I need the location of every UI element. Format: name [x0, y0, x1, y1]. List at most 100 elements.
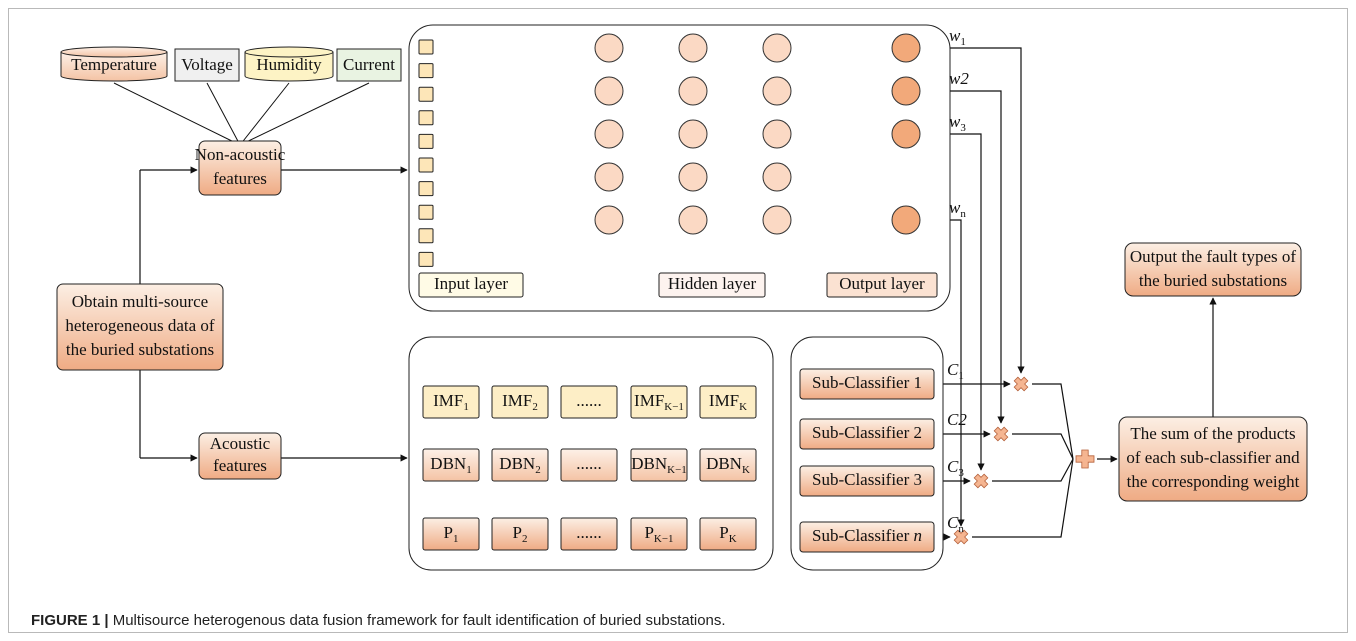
c-label-4: Cn [947, 513, 964, 535]
p-box-5 [699, 517, 757, 551]
sum-icon-shape [1075, 449, 1095, 469]
sensor-voltage-link [206, 82, 241, 146]
input-node-1 [418, 39, 434, 55]
multiply-icon-1 [1013, 376, 1029, 392]
imf-label-5: IMFK [709, 391, 747, 413]
multiply-icon-3 [973, 473, 989, 489]
sub-classifier-label-1: Sub-Classifier 1 [812, 373, 922, 392]
output-node-3 [891, 119, 921, 149]
imf-label-4: IMFK−1 [634, 391, 684, 413]
figure-caption: FIGURE 1 | Multisource heterogenous data… [31, 612, 726, 629]
hidden-node-2-3 [678, 119, 708, 149]
dbn-label-1: DBN1 [430, 454, 471, 476]
p-box-1 [422, 517, 480, 551]
to-sum-line-4 [972, 458, 1074, 538]
imf-box-1 [422, 385, 480, 419]
sensor-temperature-cylinder-top [60, 46, 168, 58]
multiply-icon-1-shape [1013, 376, 1029, 392]
input-node-7 [418, 181, 434, 197]
dbn-label-5: DBNK [706, 454, 750, 476]
p-box-3 [560, 517, 618, 551]
p-label-1: P1 [444, 523, 459, 545]
multiply-icon-2 [993, 426, 1009, 442]
output-node-2 [891, 76, 921, 106]
sensor-humidity-label: Humidity [256, 55, 322, 74]
dbn-label-3: ...... [576, 454, 602, 473]
input-node-9 [418, 228, 434, 244]
hidden-node-3-2 [762, 76, 792, 106]
acoustic-label-line-1: Acoustic [210, 434, 271, 453]
sub-classifier-label-4: Sub-Classifier n [812, 526, 922, 545]
sensor-humidity-link [239, 82, 290, 146]
imf-box-3 [560, 385, 618, 419]
diagram-shapes [56, 24, 1308, 571]
input-node-5 [418, 133, 434, 149]
hidden-node-2-4 [678, 162, 708, 192]
to-sum-line-3 [992, 458, 1074, 482]
output-box [1124, 242, 1302, 297]
multiply-icon-3-shape [973, 473, 989, 489]
hidden-node-3-4 [762, 162, 792, 192]
multiply-icon-2-shape [993, 426, 1009, 442]
sensor-current-label: Current [343, 55, 395, 74]
sum-box-label-line-2: of each sub-classifier and [1126, 448, 1300, 467]
input-layer-label: Input layer [434, 274, 508, 293]
sum-box-label-line-1: The sum of the products [1130, 424, 1295, 443]
input-node-10 [418, 251, 434, 267]
sensor-current-link [239, 82, 370, 146]
p-box-2 [491, 517, 549, 551]
output-node-4 [891, 205, 921, 235]
p-label-4: PK−1 [644, 523, 673, 545]
hidden-node-1-5 [594, 205, 624, 235]
weight-label-4: wn [949, 198, 966, 220]
dbn-box-5 [699, 448, 757, 482]
input-node-8 [418, 204, 434, 220]
hidden-node-1-2 [594, 76, 624, 106]
weight-arrow-1 [920, 47, 1025, 374]
c-label-3: C3 [947, 457, 964, 479]
sub-classifier-4 [799, 521, 935, 553]
weight-label-1: w1 [949, 26, 966, 48]
neural-network-panel [408, 24, 951, 312]
dbn-box-3 [560, 448, 618, 482]
to-sum-line-1 [1032, 383, 1074, 460]
weight-label-3: w3 [949, 112, 966, 134]
sub-classifier-2 [799, 418, 935, 450]
dbn-label-4: DBNK−1 [631, 454, 687, 476]
imf-label-2: IMF2 [502, 391, 538, 413]
sensor-temperature-label: Temperature [71, 55, 157, 74]
source-label-line-3: the buried substations [66, 340, 214, 359]
hidden-node-2-1 [678, 33, 708, 63]
sub-classifier-label-2: Sub-Classifier 2 [812, 423, 922, 442]
hidden-node-1-1 [594, 33, 624, 63]
p-label-2: P2 [513, 523, 528, 545]
hidden-node-2-2 [678, 76, 708, 106]
hidden-node-3-5 [762, 205, 792, 235]
sensor-temperature-cylinder [60, 46, 168, 82]
sub-classifier-label-3: Sub-Classifier 3 [812, 470, 922, 489]
output-layer-label: Output layer [839, 274, 925, 293]
imf-box-4 [630, 385, 688, 419]
input-node-6 [418, 157, 434, 173]
hidden-layer-tag [658, 272, 766, 298]
p-box-4 [630, 517, 688, 551]
hidden-node-2-5 [678, 205, 708, 235]
sub-classifier-3 [799, 465, 935, 497]
hidden-node-1-3 [594, 119, 624, 149]
hidden-node-3-1 [762, 33, 792, 63]
input-node-2 [418, 63, 434, 79]
sum-box-label-line-3: the corresponding weight [1127, 472, 1300, 491]
hidden-node-3-3 [762, 119, 792, 149]
acoustic-label-line-2: features [213, 456, 267, 475]
output-layer-tag [826, 272, 938, 298]
nonacoustic-box [198, 140, 282, 196]
imf-label-3: ...... [576, 391, 602, 410]
hidden-layer-label: Hidden layer [668, 274, 757, 293]
p-label-3: ...... [576, 523, 602, 542]
sensor-temperature-link [113, 82, 241, 146]
nonacoustic-label-line-1: Non-acoustic [195, 145, 286, 164]
input-layer-tag [418, 272, 524, 298]
c-label-1: C1 [947, 360, 964, 382]
